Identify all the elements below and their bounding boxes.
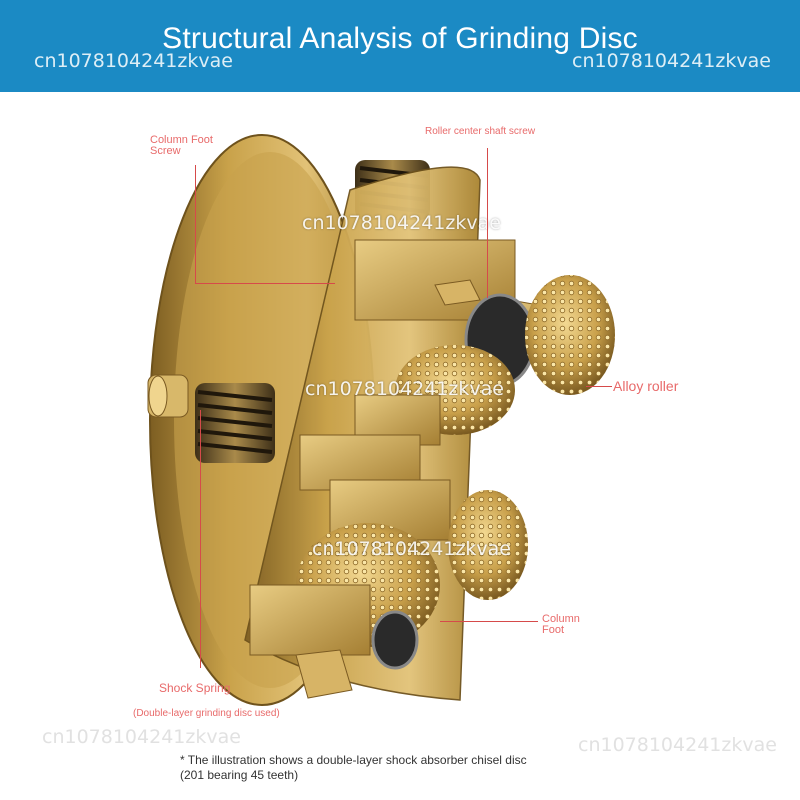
leader-column-foot [440, 621, 538, 622]
leader-roller-center-shaft-screw [487, 148, 488, 298]
hex-screw-icon-lower [295, 649, 353, 699]
watermark-bottom-left: cn1078104241zkvae [42, 726, 241, 748]
shock-spring-lower [195, 383, 275, 463]
label-column-foot-line2: Foot [542, 624, 565, 636]
watermark-image-low: cn1078104241zkvae [312, 538, 511, 560]
watermark-image-middle: cn1078104241zkvae [305, 378, 504, 400]
title-banner: Structural Analysis of Grinding Disc cn1… [0, 0, 800, 92]
upper-roller-assembly [354, 239, 615, 446]
label-shock-spring: Shock Spring [159, 681, 231, 695]
lower-roller-assembly [249, 434, 528, 699]
footnote-line2: (201 bearing 45 teeth) [180, 768, 299, 782]
footnote: * The illustration shows a double-layer … [180, 753, 527, 783]
label-roller-center-shaft-screw: Roller center shaft screw [425, 126, 536, 137]
leader-shock-spring [200, 410, 201, 668]
leader-column-foot-screw-h [195, 283, 335, 284]
hex-screw-icon [434, 279, 481, 306]
watermark-bottom-right: cn1078104241zkvae [578, 734, 777, 756]
leader-column-foot-screw-v [195, 165, 196, 283]
label-double-layer-note: (Double-layer grinding disc used) [133, 708, 280, 719]
label-column-foot-screw-line2: Screw [150, 145, 181, 157]
label-column-foot-line1: Column [542, 613, 580, 625]
page-title: Structural Analysis of Grinding Disc [162, 22, 638, 55]
watermark-image-top: cn1078104241zkvae [302, 212, 501, 234]
leader-alloy-roller [586, 386, 612, 387]
label-alloy-roller: Alloy roller [613, 378, 679, 394]
footnote-line1: * The illustration shows a double-layer … [180, 753, 527, 767]
watermark-right: cn1078104241zkvae [572, 50, 771, 72]
center-shaft [147, 374, 189, 418]
watermark-left: cn1078104241zkvae [34, 50, 233, 72]
label-column-foot-screw-line1: Column Foot [150, 134, 213, 146]
